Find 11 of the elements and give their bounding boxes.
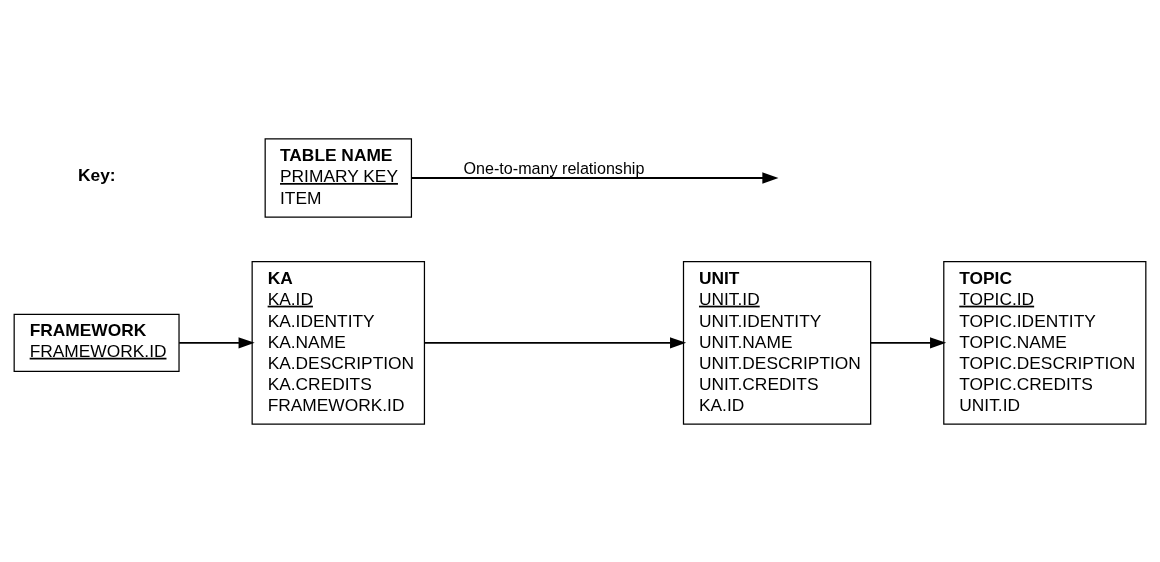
arrow — [410, 171, 779, 184]
node-box: TABLE NAME PRIMARY KEY ITEM — [264, 137, 413, 218]
arrow — [869, 336, 947, 348]
node-box: TOPIC TOPIC.ID TOPIC.IDENTITY TOPIC.NAME TOPIC.DESCRIPTION TOPIC.CREDITS UNIT.ID — [943, 260, 1147, 425]
arrow — [178, 336, 255, 348]
node-box: KA KA.ID KA.IDENTITY KA.NAME KA.DESCRIPTION KA.CREDITS FRAMEWORK.ID — [251, 260, 426, 425]
node-box: UNIT UNIT.ID UNIT.IDENTITY UNIT.NAME UNIT.DESCRIPTION UNIT.CREDITS KA.ID — [682, 260, 872, 425]
label: Key: — [78, 164, 116, 185]
arrow — [423, 336, 687, 348]
edge-label: One-to-many relationship — [463, 158, 645, 177]
node-box: FRAMEWORK FRAMEWORK.ID — [13, 313, 180, 372]
